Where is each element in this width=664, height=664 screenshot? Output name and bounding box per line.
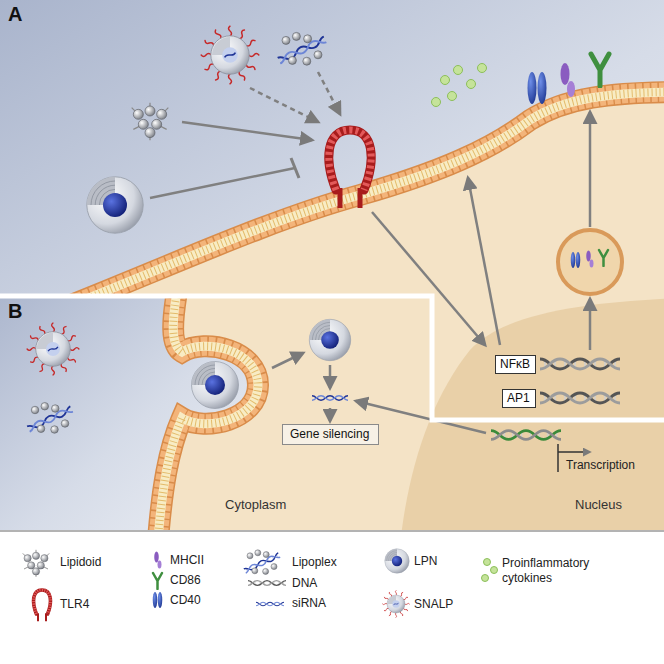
tlr4-receptor [329,130,371,208]
pathway-arrows [318,72,340,114]
legend-label: Lipidoid [60,555,101,570]
legend-label: Lipoplex [292,555,337,570]
panel-letter: B [8,299,22,323]
cytokines [448,92,457,101]
legend-label: LPN [414,554,437,569]
legend-label: MHCII [170,553,204,568]
sirna-helix [312,396,348,401]
cytokines [432,64,487,107]
lipoplex-icon [244,550,281,575]
legend-label: SNALP [414,597,453,612]
pathway-arrows [329,408,332,421]
panel-letter: A [8,2,22,26]
lipoplex-particle [277,32,326,65]
pathway-arrows [250,88,318,122]
panel-divider [0,296,664,420]
endosome [558,230,622,294]
cytokine-icon [482,575,489,582]
cytokines [467,80,476,89]
cd86-receptor [591,54,609,86]
legend-label: CD86 [170,573,201,588]
extracellular-space [0,285,258,540]
mhcii-icon [154,552,161,569]
transcription-factor-box: AP1 [502,389,536,408]
legend-label: TLR4 [60,597,89,612]
cytokines [432,98,441,107]
cd86-receptor [599,250,608,266]
panel-b-art [0,285,664,560]
pathway-arrows [182,122,312,140]
nucleus-area [400,298,664,560]
mhcii-receptor [561,63,576,97]
cytokine-icon [482,559,498,582]
cytokines [454,66,463,75]
lpn-particle [192,362,239,409]
node-text: NFκB [500,357,531,372]
lpn-particle [87,177,143,233]
pathway-arrows [329,365,332,388]
cd86-icon [153,573,162,589]
dna-icon [248,581,286,586]
lipidoid-particle [132,103,169,141]
transcription-factor-box: NFκB [495,355,536,374]
cytokines [478,64,487,73]
pathway-arrows [468,178,500,345]
mhcii-receptor [586,251,593,268]
region-label: Cytoplasm [225,497,286,513]
legend-label: Proinflammatory cytokines [502,556,612,586]
sirna-icon [256,602,284,606]
legend-divider [0,530,664,532]
nucleus-area [400,298,664,560]
cytokines [441,76,450,85]
lpn-particle [309,319,350,360]
dna-helix [540,393,620,403]
lpn-icon [385,549,409,573]
cytoplasm-area [0,92,664,560]
cytokine-icon [491,567,498,574]
snalp-particle [201,26,259,84]
legend-label: DNA [292,576,317,591]
tlr4-icon [34,590,51,621]
cd40-receptor [571,252,581,268]
snalp-particle [27,323,79,375]
node-text: AP1 [507,391,531,406]
snalp-icon [383,591,410,618]
panel-a-art [0,0,664,560]
legend-label: CD40 [170,593,201,608]
pathway-arrows [150,168,295,198]
region-label: Nucleus [575,497,622,513]
pathway-arrows [589,112,592,227]
cytokine-icon [484,559,491,566]
pathway-arrows [291,158,299,178]
dna-helix [491,431,561,440]
legend-area [0,530,664,664]
process-label: Transcription [566,458,635,473]
cd40-icon [153,592,163,608]
lipoplex-particle [27,403,73,434]
cd40-receptor [528,72,547,104]
dna-helix [540,359,620,369]
node-text: Gene silencing [290,427,371,442]
process-box: Gene silencing [282,424,379,445]
lipidoid-icon [23,550,49,577]
pathway-arrows [589,299,592,350]
pathway-arrows [272,353,303,368]
legend-label: siRNA [292,596,326,611]
